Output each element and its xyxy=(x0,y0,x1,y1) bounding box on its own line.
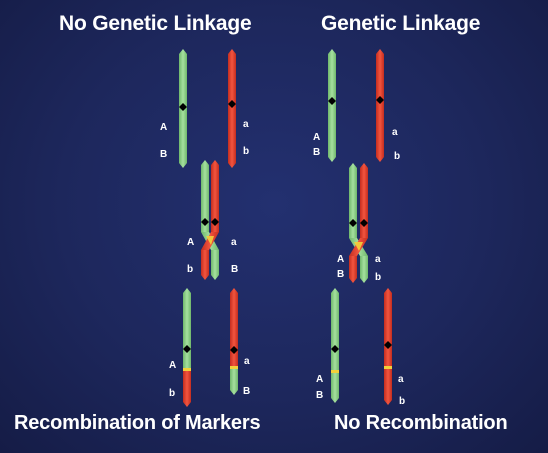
right-parent-pair: A B a b xyxy=(313,49,400,162)
red-chromosome xyxy=(360,163,368,238)
allele-label: B xyxy=(337,269,344,280)
red-chromosome-segment xyxy=(230,288,238,367)
centromere-marker xyxy=(179,103,187,111)
allele-label: B xyxy=(316,390,323,401)
crossover-highlight xyxy=(183,368,191,371)
red-chromosome xyxy=(201,250,209,280)
crossover-highlight xyxy=(230,366,238,369)
crossover-highlight xyxy=(354,242,363,251)
green-chromosome-segment xyxy=(183,288,191,370)
allele-label: B xyxy=(243,386,250,397)
red-chromosome xyxy=(211,160,219,232)
allele-label: a xyxy=(231,237,237,248)
centromere-marker xyxy=(349,219,357,227)
right-result-pair: A B a b xyxy=(316,288,405,407)
centromere-marker xyxy=(376,96,384,104)
red-chromosome xyxy=(228,49,236,168)
centromere-marker xyxy=(183,345,191,353)
allele-label: a xyxy=(244,356,250,367)
centromere-marker xyxy=(211,218,219,226)
crossover-highlight xyxy=(384,366,392,369)
centromere-marker xyxy=(328,97,336,105)
allele-label: b xyxy=(243,146,249,157)
allele-label: A xyxy=(313,132,320,143)
allele-label: b xyxy=(399,396,405,407)
allele-label: b xyxy=(394,151,400,162)
centromere-marker xyxy=(384,341,392,349)
allele-label: A xyxy=(160,122,167,133)
red-chromosome xyxy=(376,49,384,162)
allele-label: A xyxy=(169,360,176,371)
green-chromosome xyxy=(328,49,336,162)
allele-label: a xyxy=(392,127,398,138)
allele-label: A xyxy=(187,237,194,248)
centromere-marker xyxy=(360,219,368,227)
centromere-marker xyxy=(201,218,209,226)
green-chromosome xyxy=(360,256,368,283)
allele-label: a xyxy=(243,119,249,130)
allele-label: b xyxy=(169,388,175,399)
green-chromosome-segment xyxy=(230,369,238,395)
allele-label: a xyxy=(398,374,404,385)
left-result-pair: A b a B xyxy=(169,288,250,407)
green-chromosome xyxy=(201,160,209,232)
allele-label: A xyxy=(337,254,344,265)
crossover-highlight xyxy=(206,236,214,245)
green-chromosome xyxy=(211,250,219,280)
allele-label: B xyxy=(160,149,167,160)
centromere-marker xyxy=(331,345,339,353)
green-chromosome xyxy=(349,163,357,238)
title-recombination-of-markers: Recombination of Markers xyxy=(14,412,261,434)
allele-label: a xyxy=(375,254,381,265)
red-chromosome xyxy=(349,256,357,283)
allele-label: b xyxy=(375,272,381,283)
title-no-genetic-linkage: No Genetic Linkage xyxy=(59,12,252,35)
centromere-marker xyxy=(230,346,238,354)
allele-label: b xyxy=(187,264,193,275)
left-parent-pair: A B a b xyxy=(160,49,249,168)
allele-label: B xyxy=(231,264,238,275)
red-chromosome-segment xyxy=(183,371,191,407)
allele-label: A xyxy=(316,374,323,385)
title-genetic-linkage: Genetic Linkage xyxy=(321,12,481,35)
title-no-recombination: No Recombination xyxy=(334,412,508,434)
right-crossover: A B a b xyxy=(337,163,381,283)
allele-label: B xyxy=(313,147,320,158)
centromere-marker xyxy=(228,100,236,108)
crossover-highlight xyxy=(331,370,339,373)
left-crossover: A b a B xyxy=(187,160,238,280)
